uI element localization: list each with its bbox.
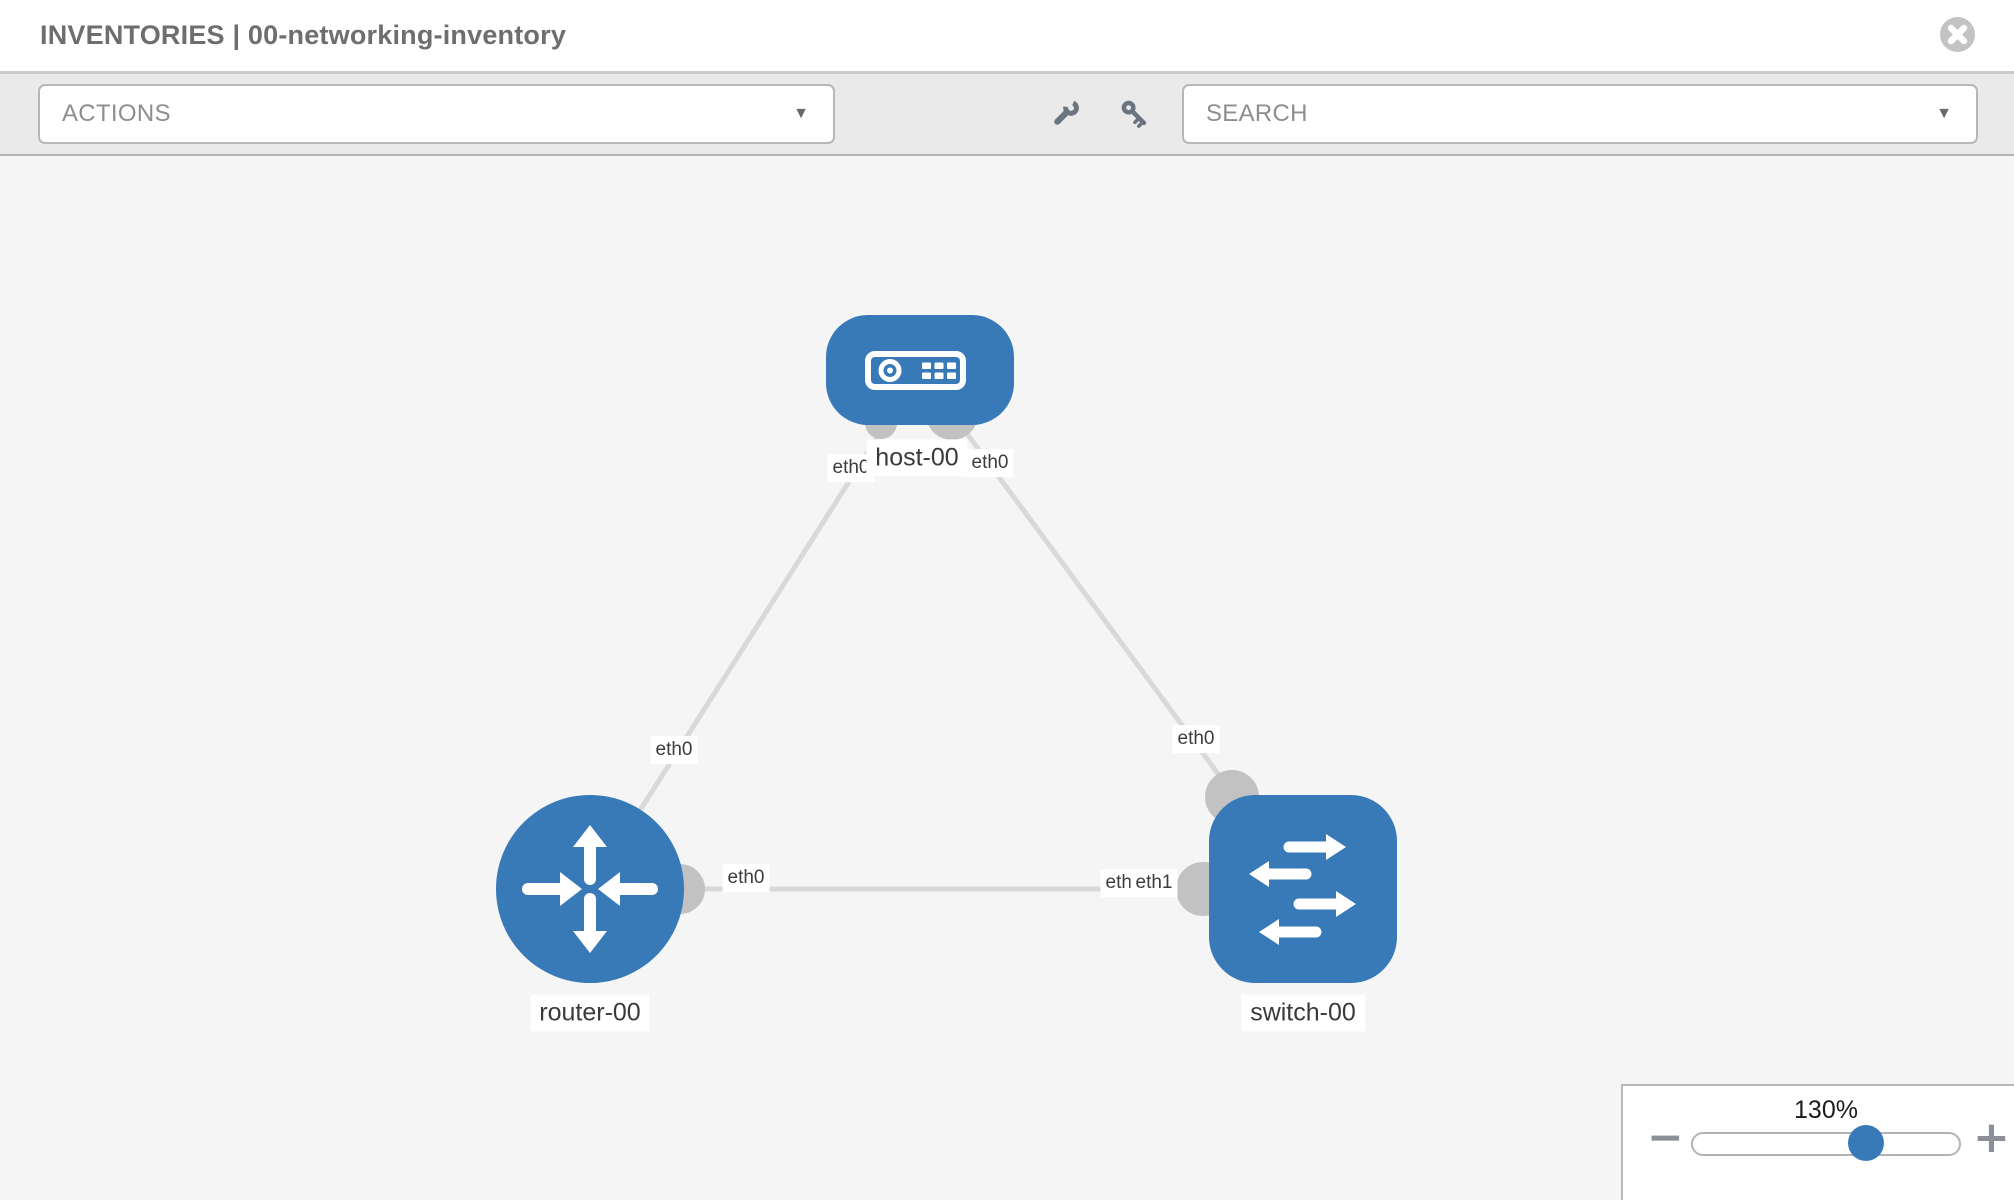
actions-dropdown-label: ACTIONS xyxy=(62,100,171,127)
key-icon xyxy=(1121,100,1147,128)
nodes-layer xyxy=(0,156,2014,1200)
zoom-slider-thumb[interactable] xyxy=(1847,1125,1884,1161)
close-button[interactable] xyxy=(1939,16,1976,53)
header: INVENTORIES | 00-networking-inventory xyxy=(0,0,2014,74)
wrench-icon xyxy=(1054,100,1079,125)
zoom-slider[interactable] xyxy=(1691,1125,1961,1161)
zoom-level-value: 130% xyxy=(1794,1096,1858,1124)
actions-dropdown[interactable]: ACTIONS ▼ xyxy=(38,84,835,144)
node-router-00[interactable] xyxy=(496,795,684,983)
links-layer xyxy=(587,368,1306,916)
x-circle-icon xyxy=(1940,17,1975,52)
chevron-down-icon: ▼ xyxy=(1936,105,1952,122)
node-switch-00[interactable] xyxy=(1209,795,1397,983)
configure-button[interactable] xyxy=(1043,92,1087,136)
zoom-panel: 130% − + xyxy=(1621,1084,2014,1200)
search-dropdown-label: SEARCH xyxy=(1206,100,1308,127)
toolbar: ACTIONS ▼ SEARCH ▼ xyxy=(0,74,2014,156)
zoom-out-button[interactable]: − xyxy=(1647,1112,1684,1163)
credentials-button[interactable] xyxy=(1113,92,1157,136)
chevron-down-icon: ▼ xyxy=(793,105,809,122)
host-icon xyxy=(865,351,966,390)
page-title: INVENTORIES | 00-networking-inventory xyxy=(40,20,567,50)
switch-icon xyxy=(1249,834,1356,945)
zoom-in-button[interactable]: + xyxy=(1973,1112,2010,1163)
router-icon xyxy=(522,825,658,953)
node-host-00[interactable] xyxy=(826,315,1014,425)
search-dropdown[interactable]: SEARCH ▼ xyxy=(1182,84,1978,144)
